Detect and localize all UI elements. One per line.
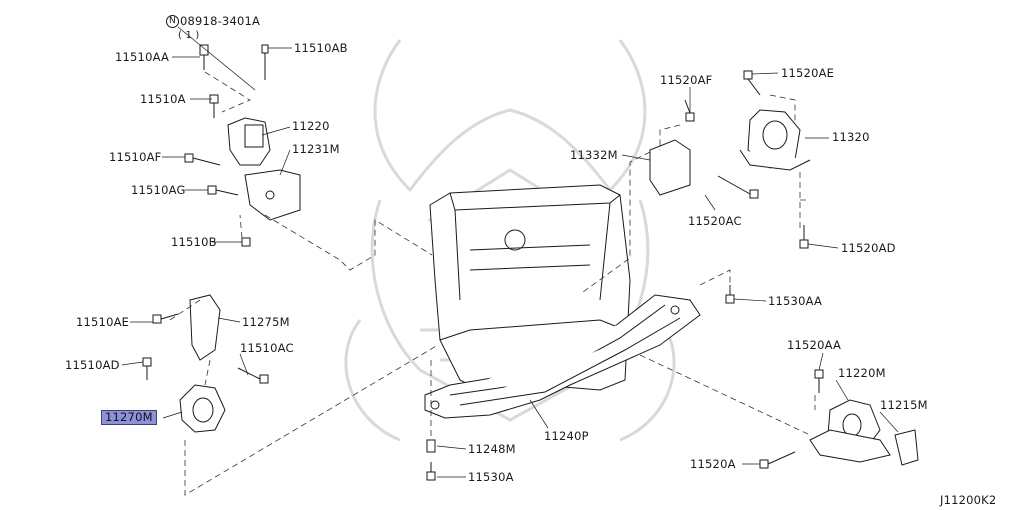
callout-11270M-highlighted[interactable]: 11270M <box>101 410 157 425</box>
callout-11520AE: 11520AE <box>781 66 835 80</box>
engine-block <box>429 184 631 391</box>
mount-11220M <box>809 399 919 466</box>
callout-11510AB: 11510AB <box>294 41 348 55</box>
callout-08918-qty: ( 1 ) <box>178 30 200 41</box>
crossmember-11240P <box>424 294 701 419</box>
n-symbol-icon: N <box>166 15 179 28</box>
dashed-guide-lines <box>169 71 816 496</box>
callout-11510AA: 11510AA <box>115 50 170 64</box>
callout-11231M: 11231M <box>292 142 340 156</box>
callout-11520AA: 11520AA <box>787 338 842 352</box>
callout-11220M: 11220M <box>838 366 886 380</box>
callout-11510A: 11510A <box>140 92 186 106</box>
callout-11240P: 11240P <box>544 429 589 443</box>
callout-11510AG: 11510AG <box>131 183 186 197</box>
callout-11510AF: 11510AF <box>109 150 162 164</box>
callout-11530A: 11530A <box>468 470 514 484</box>
callout-11510AD: 11510AD <box>65 358 120 372</box>
leader-lines <box>121 26 899 478</box>
callout-11275M: 11275M <box>242 315 290 329</box>
callout-11510AC: 11510AC <box>240 341 294 355</box>
diagram-code: J11200K2 <box>940 493 997 507</box>
callout-11220: 11220 <box>292 119 330 133</box>
bracket-11220 <box>227 117 301 221</box>
callout-11248M: 11248M <box>468 442 516 456</box>
bolts <box>142 44 824 481</box>
callout-11510AE: 11510AE <box>76 315 130 329</box>
callout-11520AC: 11520AC <box>688 214 742 228</box>
callout-11320: 11320 <box>832 130 870 144</box>
callout-11215M: 11215M <box>880 398 928 412</box>
callout-11510B: 11510B <box>171 235 217 249</box>
callout-11332M: 11332M <box>570 148 618 162</box>
mount-11270M <box>179 294 226 433</box>
callout-11520A: 11520A <box>690 457 736 471</box>
mount-11320 <box>649 109 811 196</box>
callout-11520AF: 11520AF <box>660 73 713 87</box>
callout-11530AA: 11530AA <box>768 294 823 308</box>
callout-11520AD: 11520AD <box>841 241 896 255</box>
